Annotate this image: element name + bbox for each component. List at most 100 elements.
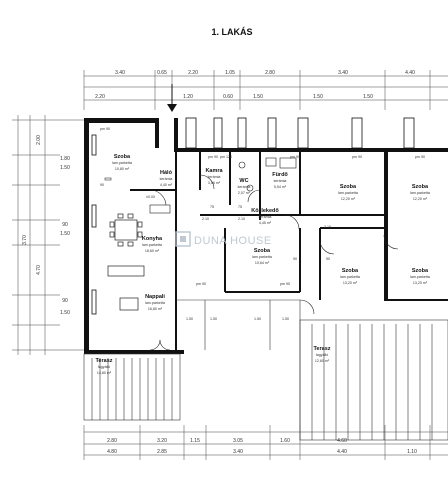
dim-left-8: 90: [62, 298, 68, 304]
room-name: Szoba: [342, 268, 359, 274]
opening-label-1: pm 90: [100, 127, 110, 131]
room-finish: lam.parketta: [142, 243, 162, 247]
room-finish: kerámia: [259, 215, 272, 219]
dim-left-4: 3.70: [22, 235, 28, 245]
door-width-4: 90: [293, 257, 297, 261]
room-finish: kerámia: [238, 185, 251, 189]
dim-bottom-2: 3.20: [157, 438, 167, 444]
room-finish: lam.parketta: [340, 275, 360, 279]
door-width-7: 1.50: [210, 317, 217, 321]
room-name: Szoba: [412, 184, 429, 190]
dim-left-6: 1.50: [60, 231, 70, 237]
room-finish: lam.parketta: [112, 161, 132, 165]
dim-bottom-4: 3.05: [233, 438, 243, 444]
room-name: Terasz: [95, 358, 112, 364]
dim-bottom2-2: 2.85: [157, 449, 167, 455]
dim-top-5: 2.80: [265, 70, 275, 76]
room-finish: lam.parketta: [252, 255, 272, 259]
room-finish: kerámia: [274, 179, 287, 183]
watermark: DUNA HOUSE: [175, 231, 271, 247]
dim-left-9: 1.50: [60, 310, 70, 316]
room-area: 10,80 m²: [115, 167, 130, 171]
opening-label-7: pm 90: [196, 282, 206, 286]
room-szoba-1: Szoba lam.parketta 10,80 m²: [112, 154, 132, 171]
room-area: 4,45 m²: [259, 221, 272, 225]
plan-title: 1. LAKÁS: [211, 27, 252, 37]
room-terasz-1: Terasz fagyálló 14,80 m²: [95, 358, 112, 375]
door-width-3: 75: [238, 205, 242, 209]
dim-bottom2-5: 1.10: [407, 449, 417, 455]
bathroom-fixtures: [238, 157, 297, 192]
bottom-dimension-chain: [83, 425, 448, 460]
room-nappali: Nappali lam.parketta 16,80 m²: [145, 294, 165, 311]
room-area: 10,64 m²: [255, 261, 270, 265]
bottom-dim-labels: 2.80 3.20 1.15 3.05 1.60 4.60 4.80 2.85 …: [107, 438, 417, 455]
exterior-walls: [84, 118, 448, 354]
dim-top-2: 0.65: [157, 70, 167, 76]
window-blocks: [91, 117, 415, 315]
room-area: 2,07 m²: [238, 191, 251, 195]
dim-top2-1: 2.20: [95, 94, 105, 100]
room-halo: Háló kerámia 4,40 m²: [160, 170, 173, 187]
room-area: 4,40 m²: [160, 183, 173, 187]
height-mark-2: 2.10: [238, 217, 245, 221]
room-area: 3,06 m²: [208, 181, 221, 185]
room-name: Szoba: [114, 154, 131, 160]
room-area: 12,20 m²: [341, 197, 356, 201]
room-szoba-2: Szoba lam.parketta 12,20 m²: [338, 184, 358, 201]
dim-top-4: 1.05: [225, 70, 235, 76]
room-area: 5,54 m²: [274, 185, 287, 189]
opening-label-2: pm 90: [208, 155, 218, 159]
dim-top2-5: 1.50: [313, 94, 323, 100]
room-finish: lam.parketta: [410, 191, 430, 195]
room-furdo: Fürdő kerámia 5,54 m²: [272, 172, 288, 189]
room-name: WC: [239, 178, 248, 184]
dim-left-3: 1.50: [60, 165, 70, 171]
sofa: [107, 265, 145, 311]
dim-left-2: 1.80: [60, 156, 70, 162]
room-name: Háló: [160, 170, 173, 176]
door-width-6: 1.50: [186, 317, 193, 321]
room-finish: lam.parketta: [145, 301, 165, 305]
room-szoba-5: Szoba lam.parketta 13,20 m²: [340, 268, 360, 285]
room-terasz-2: Terasz fagyálló 12,60 m²: [313, 346, 330, 363]
height-marks: 2.10 2.10 2.10 ±0.00: [146, 195, 331, 229]
left-dimension-chain: [12, 115, 84, 355]
height-mark-1: 2.10: [202, 217, 209, 221]
room-wc: WC kerámia 2,07 m²: [238, 178, 251, 195]
dim-top-6: 3.40: [338, 70, 348, 76]
dim-bottom-5: 1.60: [280, 438, 290, 444]
room-szoba-4: Szoba lam.parketta 10,64 m²: [252, 248, 272, 265]
room-area: 13,20 m²: [413, 281, 428, 285]
room-name: Terasz: [313, 346, 330, 352]
left-dim-labels: 2.00 1.80 1.50 3.70 90 1.50 4.70 90 1.50: [22, 135, 70, 316]
room-name: Szoba: [254, 248, 271, 254]
dim-top2-2: 1.20: [183, 94, 193, 100]
room-name: Szoba: [412, 268, 429, 274]
dim-top2-4: 1.50: [253, 94, 263, 100]
height-mark-3: 2.10: [324, 225, 331, 229]
room-area: 12,20 m²: [413, 197, 428, 201]
room-area: 18,60 m²: [145, 249, 160, 253]
room-finish: kerámia: [160, 177, 173, 181]
dim-bottom-1: 2.80: [107, 438, 117, 444]
terrace-left: [83, 353, 181, 421]
room-area: 16,80 m²: [148, 307, 163, 311]
dining-table: [109, 213, 143, 247]
opening-label-4: pm 90: [352, 155, 362, 159]
terrace-right: [299, 319, 448, 441]
door-width-labels: 90 75 75 90 90 1.50 1.50 1.50 1.50: [100, 183, 330, 321]
dim-top2-6: 1.50: [363, 94, 373, 100]
dim-bottom2-3: 3.40: [233, 449, 243, 455]
door-width-9: 1.50: [282, 317, 289, 321]
room-kamra: Kamra kerámia 3,06 m²: [205, 168, 223, 185]
room-area: 12,60 m²: [315, 359, 330, 363]
opening-labels: pm 90 pm 90 pm 90 pm 90 pm 120 pm 90 pm …: [100, 127, 425, 286]
room-name: Nappali: [145, 294, 165, 300]
door-width-2: 75: [210, 205, 214, 209]
dim-left-5: 90: [62, 222, 68, 228]
door-width-5: 90: [326, 257, 330, 261]
opening-label-8: pm 90: [280, 282, 290, 286]
dim-top-7: 4.40: [405, 70, 415, 76]
